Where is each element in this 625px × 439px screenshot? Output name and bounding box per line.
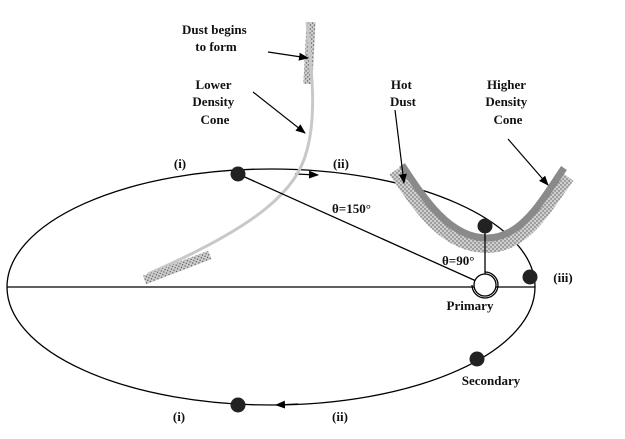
phase-i-bottom-label: (i) — [173, 409, 185, 424]
lower-density-cone — [147, 21, 315, 276]
hot-dust-band — [389, 165, 574, 254]
theta-90-label: θ=90° — [442, 253, 474, 268]
theta-150-label: θ=150° — [332, 201, 371, 216]
higher-density-cone-label: Higher Density Cone — [485, 77, 530, 127]
secondary-star-theta90 — [477, 218, 493, 234]
orbit-direction-arrow-bottom — [275, 400, 299, 409]
primary-label: Primary — [447, 298, 494, 313]
primary-star — [473, 273, 497, 297]
hot-dust-label: Hot Dust — [390, 77, 417, 109]
phase-iii-label: (iii) — [553, 270, 573, 285]
orbit-direction-arrow-top — [294, 170, 319, 179]
separation-line-150 — [237, 173, 486, 286]
pointer-higher-density — [507, 138, 549, 186]
dust-begins-label: Dust begins to form — [182, 22, 250, 54]
angle-arc — [471, 271, 499, 299]
secondary-star-top-i — [230, 166, 246, 182]
phase-ii-top-label: (ii) — [333, 156, 349, 171]
lower-density-cone-label: Lower Density Cone — [192, 77, 237, 127]
pointer-dust-begins — [267, 51, 309, 61]
phase-ii-bottom-label: (ii) — [332, 409, 348, 424]
phase-i-top-label: (i) — [174, 156, 186, 171]
secondary-label: Secondary — [462, 373, 521, 388]
higher-density-cone — [399, 163, 567, 242]
pointer-hot-dust — [394, 109, 407, 184]
secondary-star-secondary — [469, 351, 485, 367]
secondary-star-iii — [522, 269, 538, 285]
pointer-lower-density — [252, 91, 306, 134]
secondary-star-bottom-i — [230, 397, 246, 413]
dust-forming-region-bottom — [142, 250, 212, 285]
